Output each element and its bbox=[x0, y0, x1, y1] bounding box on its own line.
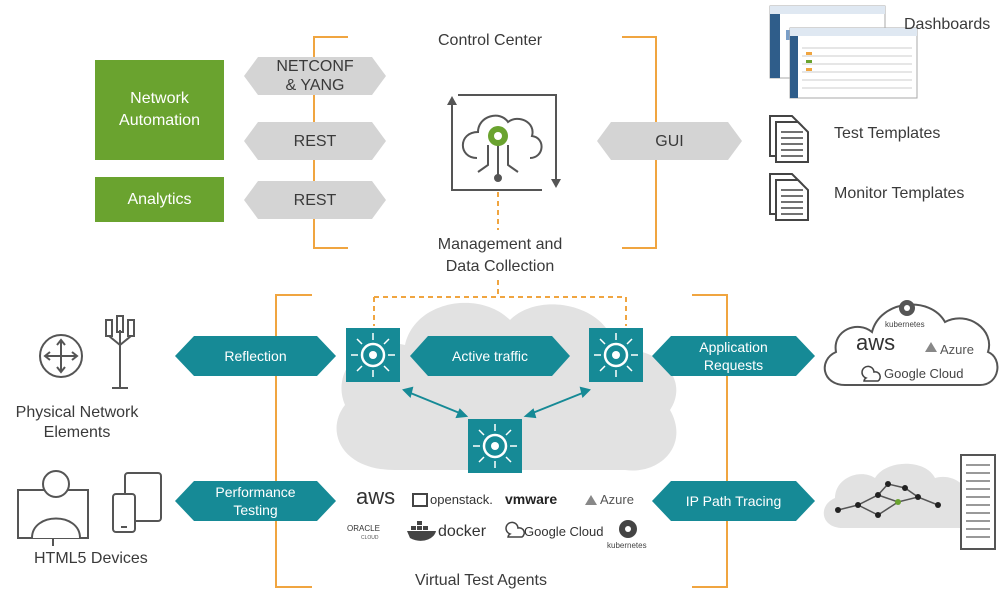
physical-network-elements-label: Physical Network Elements bbox=[15, 404, 139, 441]
analytics-box: Analytics bbox=[95, 177, 224, 222]
agent-icon-right bbox=[589, 328, 643, 382]
google-cloud-icon-cloud bbox=[861, 365, 881, 382]
agent-icon-bottom bbox=[468, 419, 522, 473]
platform-oracle-sub: CLOUD bbox=[361, 535, 379, 541]
platform-kubernetes: kubernetes bbox=[607, 541, 647, 550]
azure-icon-cloud bbox=[925, 342, 937, 352]
rest-arrow-2: REST bbox=[293, 191, 337, 209]
dashed-connector-agents bbox=[373, 280, 627, 326]
control-center-icon bbox=[447, 94, 561, 191]
cloud-aws-label: aws bbox=[856, 330, 896, 355]
azure-icon-small bbox=[585, 495, 597, 505]
openstack-icon bbox=[412, 493, 428, 507]
gui-arrow: GUI bbox=[655, 132, 684, 150]
active-traffic-arrow: Active traffic bbox=[452, 348, 528, 364]
platform-oracle: ORACLE bbox=[347, 524, 380, 533]
ip-path-tracing-arrow: IP Path Tracing bbox=[685, 493, 782, 509]
network-automation-box: Network Automation bbox=[95, 60, 224, 160]
virtual-test-agents-label: Virtual Test Agents bbox=[415, 572, 547, 589]
cloud-kubernetes-label: kubernetes bbox=[885, 320, 925, 329]
left-bottom-bracket bbox=[275, 294, 312, 588]
tablet-phone-icon bbox=[112, 472, 162, 533]
platform-openstack: openstack. bbox=[430, 492, 493, 507]
dashboards-label: Dashboards bbox=[904, 16, 991, 33]
html5-devices-label: HTML5 Devices bbox=[34, 550, 148, 567]
platform-azure: Azure bbox=[600, 492, 634, 507]
performance-testing-arrow: Performance Testing bbox=[215, 484, 296, 518]
router-icon bbox=[39, 334, 83, 378]
platform-vmware: vmware bbox=[505, 491, 558, 507]
reflection-arrow: Reflection bbox=[224, 348, 287, 364]
cloud-azure-label: Azure bbox=[940, 342, 974, 357]
platform-google-cloud: Google Cloud bbox=[524, 524, 604, 539]
mgmt-label-line2: Data Collection bbox=[445, 258, 555, 275]
dashboard-thumbnails bbox=[769, 5, 918, 99]
docker-icon bbox=[407, 521, 436, 541]
application-requests-arrow: Application Requests bbox=[699, 339, 768, 373]
monitor-templates-label: Monitor Templates bbox=[834, 185, 965, 202]
agent-icon-left bbox=[346, 328, 400, 382]
cloud-google-label: Google Cloud bbox=[884, 366, 964, 381]
google-cloud-icon-small bbox=[505, 521, 525, 538]
platform-aws: aws bbox=[356, 484, 396, 509]
person-computer-icon bbox=[17, 470, 89, 546]
platform-docker: docker bbox=[438, 523, 487, 540]
right-bottom-bracket bbox=[692, 294, 728, 588]
test-templates-label: Test Templates bbox=[834, 125, 941, 142]
monitor-template-doc-icon bbox=[769, 173, 809, 221]
server-rack-icon bbox=[960, 454, 996, 550]
path-tracing-cloud bbox=[823, 463, 976, 528]
test-template-doc-icon bbox=[769, 115, 809, 163]
rest-arrow-1: REST bbox=[293, 132, 337, 150]
cell-tower-icon bbox=[105, 315, 135, 389]
control-center-title: Control Center bbox=[438, 32, 543, 49]
kubernetes-icon bbox=[899, 300, 915, 316]
netconf-yang-arrow: NETCONF & YANG bbox=[276, 58, 354, 94]
mgmt-label-line1: Management and bbox=[437, 236, 563, 253]
